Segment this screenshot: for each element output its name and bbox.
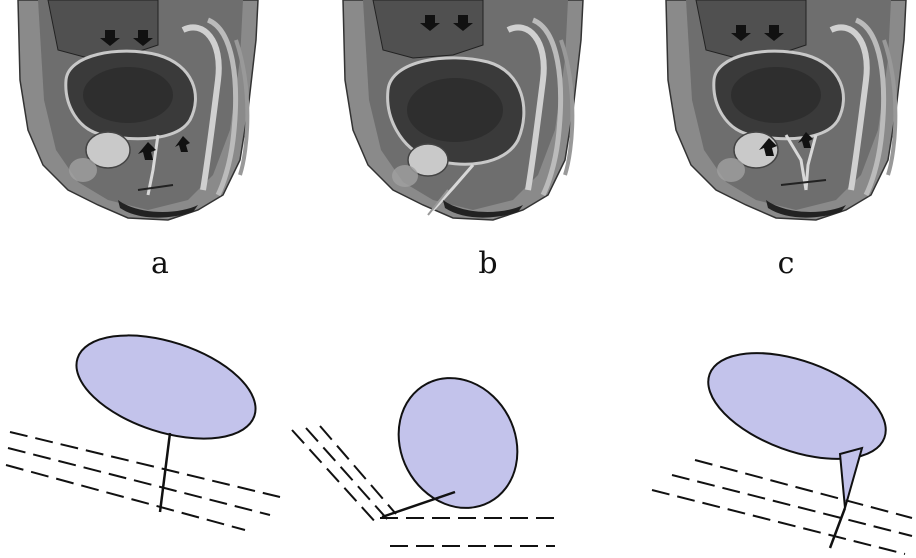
panel-label-c: c xyxy=(766,246,806,282)
schematic-b xyxy=(292,357,560,546)
schematic-c xyxy=(652,332,912,554)
bladder-ellipse-b xyxy=(376,357,540,529)
panel-label-a: a xyxy=(140,246,180,282)
anatomy-panel-a xyxy=(8,0,268,225)
anatomy-panel-c xyxy=(656,0,916,225)
schematic-a xyxy=(6,330,280,530)
anatomy-panel-b xyxy=(333,0,593,225)
urethra-line-a xyxy=(160,433,170,512)
bladder-ellipse-c xyxy=(694,332,900,480)
funnel-c xyxy=(840,448,862,508)
panel-label-b: b xyxy=(468,246,508,282)
schematic-row xyxy=(0,330,916,558)
urethra-line-c xyxy=(830,508,845,548)
bladder-ellipse-a xyxy=(64,330,269,459)
